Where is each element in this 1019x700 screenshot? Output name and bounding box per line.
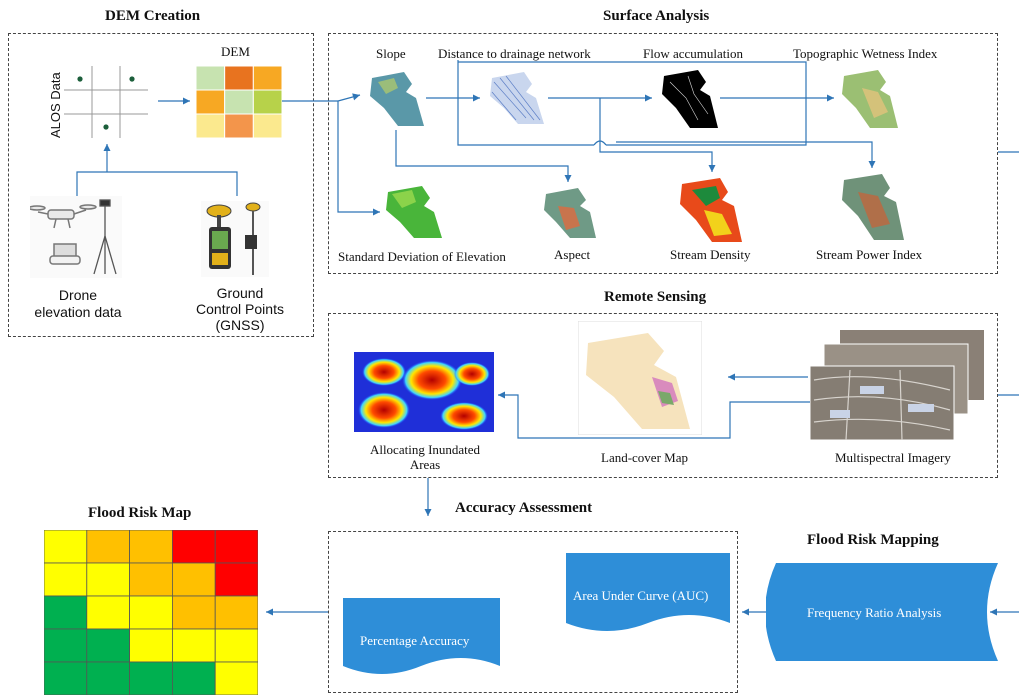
drone-label-line1: Drone: [58, 287, 98, 303]
distance-map: [490, 72, 544, 124]
percentage-document-shape: [343, 598, 500, 674]
dem-label: DEM: [221, 44, 250, 59]
slope-label: Slope: [376, 46, 406, 61]
flood-risk-mapping-title: Flood Risk Mapping: [807, 532, 939, 548]
land-cover-label: Land-cover Map: [601, 450, 688, 465]
risk-cell: [129, 529, 173, 564]
remote-sensing-box: [328, 313, 998, 478]
alos-grid-graphic: [64, 66, 148, 138]
dem-cell: [195, 89, 226, 115]
distance-label: Distance to drainage network: [438, 46, 591, 61]
twi-map: [842, 70, 898, 128]
inundated-areas-heatmap: [354, 352, 494, 432]
gcp-label: Ground Control Points (GNSS): [180, 285, 300, 333]
drone-label: Drone elevation data: [28, 287, 128, 321]
alos-point: [103, 124, 109, 130]
risk-cell: [43, 661, 88, 696]
dem-creation-title: DEM Creation: [105, 8, 201, 24]
risk-cell: [43, 595, 88, 630]
drone-label-line2: elevation data: [34, 304, 122, 320]
aspect-label: Aspect: [554, 247, 591, 262]
sde-map: [386, 186, 442, 238]
flow-label: Flow accumulation: [643, 46, 744, 61]
gcp-label-line1: Ground: [216, 285, 264, 301]
remote-sensing-title: Remote Sensing: [604, 289, 707, 305]
sde-label: Standard Deviation of Elevation: [338, 249, 506, 264]
aspect-map: [544, 188, 596, 238]
spi-map: [842, 174, 904, 240]
slope-map: [370, 72, 424, 126]
surface-analysis-title: Surface Analysis: [603, 8, 710, 24]
risk-cell: [43, 628, 88, 663]
dem-cell: [252, 89, 283, 115]
percentage-label: Percentage Accuracy: [360, 633, 470, 648]
dem-cell: [224, 113, 254, 139]
multispectral-imagery: [810, 330, 984, 440]
auc-label: Area Under Curve (AUC): [573, 588, 709, 603]
twi-label: Topographic Wetness Index: [793, 46, 938, 61]
flood-risk-map-title: Flood Risk Map: [88, 505, 192, 521]
risk-cell: [86, 562, 130, 597]
alos-point: [77, 76, 83, 82]
inundated-label-line1: Allocating Inundated: [369, 442, 481, 457]
spi-label: Stream Power Index: [816, 247, 923, 262]
risk-cell: [86, 529, 130, 564]
alos-data-grid: [64, 66, 148, 138]
risk-cell: [214, 661, 259, 696]
gcp-label-line2: Control Points: [196, 301, 284, 317]
surface-analysis-box: [328, 33, 998, 274]
multispectral-label: Multispectral Imagery: [835, 450, 951, 465]
land-cover-map: [578, 321, 702, 435]
dem-creation-box: [8, 33, 314, 337]
auc-document-shape: [566, 553, 730, 631]
risk-cell: [171, 628, 216, 663]
alos-point: [129, 76, 135, 82]
drone-image: [28, 196, 122, 278]
risk-cell: [214, 529, 259, 564]
risk-cell: [129, 562, 173, 597]
stream-density-map: [680, 178, 742, 242]
stream-density-label: Stream Density: [670, 247, 751, 262]
risk-cell: [43, 529, 88, 564]
frequency-ratio-shape: [766, 563, 998, 661]
gnss-image: [201, 201, 269, 277]
gcp-label-line3: (GNSS): [215, 317, 265, 333]
risk-cell: [43, 562, 88, 597]
accuracy-assessment-title: Accuracy Assessment: [455, 500, 593, 516]
accuracy-assessment-box: [328, 531, 738, 693]
frequency-ratio-label: Frequency Ratio Analysis: [807, 605, 942, 620]
flood-risk-grid: [43, 529, 259, 696]
risk-cell: [171, 661, 216, 696]
dem-grid: [195, 65, 283, 139]
risk-cell: [214, 628, 259, 663]
dem-cell: [224, 65, 254, 91]
inundated-label: Allocating Inundated Areas: [350, 442, 500, 472]
risk-cell: [129, 628, 173, 663]
flow-accumulation-map: [662, 70, 718, 128]
risk-cell: [129, 595, 173, 630]
inundated-label-line2: Areas: [409, 457, 441, 472]
risk-cell: [86, 661, 130, 696]
